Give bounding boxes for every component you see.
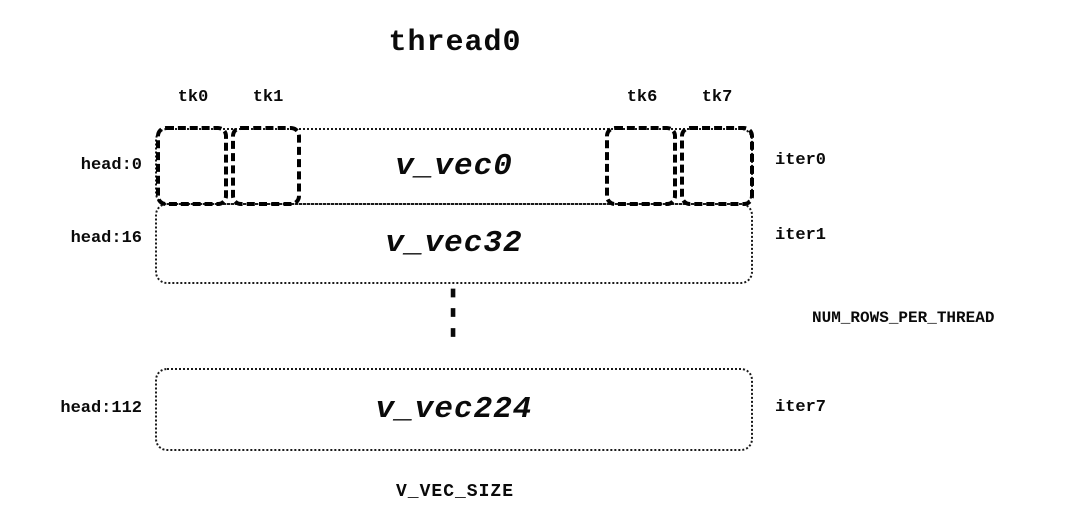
vertical-ellipsis-icon: ⋮	[436, 284, 470, 350]
tk1-label: tk1	[252, 88, 284, 107]
vvec32-label: v_vec32	[385, 226, 523, 261]
iter0-label: iter0	[775, 151, 827, 170]
tk0-label: tk0	[177, 88, 209, 107]
num-rows-per-thread-label: NUM_ROWS_PER_THREAD	[812, 309, 995, 327]
head112-label: head:112	[60, 399, 142, 418]
iter1-label: iter1	[775, 226, 827, 245]
tk7-box	[680, 126, 754, 206]
iter7-label: iter7	[775, 398, 827, 417]
vvec0-label: v_vec0	[395, 149, 513, 184]
v-vec-size-label: V_VEC_SIZE	[395, 482, 515, 502]
vvec-row-iter7: v_vec224	[155, 368, 753, 451]
tk0-box	[156, 126, 228, 206]
diagram-title: thread0	[388, 26, 522, 60]
head16-label: head:16	[70, 229, 142, 248]
tk1-box	[231, 126, 301, 206]
tk6-label: tk6	[626, 88, 658, 107]
tk6-box	[605, 126, 677, 206]
head0-label: head:0	[80, 156, 142, 175]
vvec-row-iter1: v_vec32	[155, 203, 753, 284]
vvec224-label: v_vec224	[375, 392, 533, 427]
tk7-label: tk7	[701, 88, 733, 107]
